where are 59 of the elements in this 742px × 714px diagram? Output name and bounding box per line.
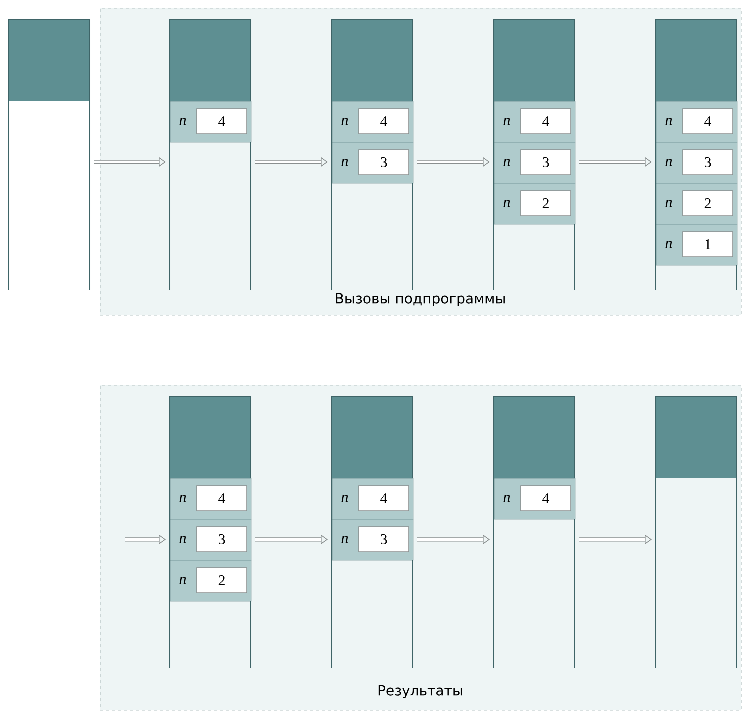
variable-name: n (666, 118, 672, 126)
value-box: 4 (196, 108, 248, 134)
stack (8, 20, 90, 290)
stack-frame (332, 519, 414, 561)
value-box: 3 (358, 526, 410, 552)
value-box: 2 (520, 190, 572, 216)
stack-frame (332, 142, 414, 184)
stack-frame (656, 101, 738, 143)
stack-frame (656, 142, 738, 184)
variable-name: n (180, 536, 186, 544)
variable-name: n (666, 200, 672, 208)
panel-caption: Результаты (378, 685, 462, 699)
value-box: 4 (520, 486, 572, 512)
stack-frame (656, 224, 738, 266)
stack (656, 20, 738, 290)
variable-name: n (666, 240, 672, 248)
stack (494, 396, 576, 668)
value-box: 4 (196, 486, 248, 512)
value-box: 3 (520, 150, 572, 176)
variable-name: n (504, 494, 510, 502)
stack-frame (494, 142, 576, 184)
value-box: 3 (196, 526, 248, 552)
variable-name: n (504, 158, 510, 166)
stack (332, 396, 414, 668)
variable-name: n (180, 576, 186, 584)
stack-frame (170, 519, 252, 561)
variable-name: n (180, 494, 186, 502)
variable-name: n (342, 494, 348, 502)
value-box: 4 (682, 108, 734, 134)
value-box: 4 (520, 108, 572, 134)
stack-frame (656, 183, 738, 225)
variable-name: n (504, 118, 510, 126)
stack-frame (332, 101, 414, 143)
stack-frame (332, 478, 414, 520)
value-box: 3 (358, 150, 410, 176)
stack (494, 20, 576, 290)
stack-frame (170, 478, 252, 520)
stack (170, 396, 252, 668)
variable-name: n (342, 158, 348, 166)
stack-frame (170, 101, 252, 143)
variable-name: n (342, 536, 348, 544)
value-box: 4 (358, 108, 410, 134)
value-box: 3 (682, 150, 734, 176)
variable-name: n (504, 200, 510, 208)
value-box: 2 (682, 190, 734, 216)
variable-name: n (666, 158, 672, 166)
variable-name: n (342, 118, 348, 126)
stack (332, 20, 414, 290)
stack (656, 396, 738, 668)
value-box: 2 (196, 568, 248, 594)
stack-frame (494, 478, 576, 520)
stack-frame (494, 101, 576, 143)
stack (170, 20, 252, 290)
panel-caption: Вызовы подпрограммы (336, 293, 505, 307)
stack-frame (494, 183, 576, 225)
value-box: 4 (358, 486, 410, 512)
value-box: 1 (682, 232, 734, 258)
variable-name: n (180, 118, 186, 126)
stack-frame (170, 560, 252, 602)
